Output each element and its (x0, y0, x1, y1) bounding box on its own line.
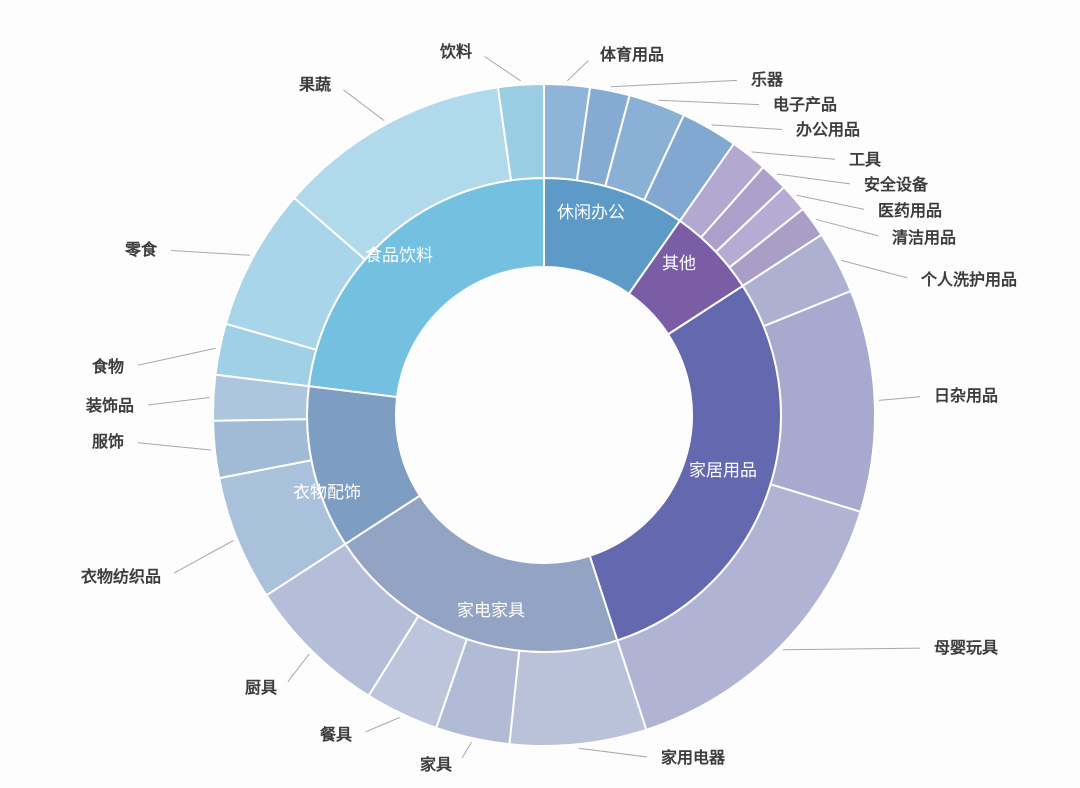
ring-segments (212, 83, 876, 747)
item-label: 厨具 (245, 679, 277, 697)
category-label: 家电家具 (457, 601, 525, 620)
item-label: 母婴玩具 (934, 639, 998, 657)
leader-line (484, 56, 521, 82)
leader-line (567, 60, 589, 82)
item-label: 餐具 (319, 725, 352, 744)
item-label: 饮料 (439, 42, 472, 61)
leader-line (170, 250, 250, 256)
leader-line (796, 194, 865, 210)
leader-line (840, 259, 908, 279)
leader-line (343, 89, 385, 121)
item-label: 乐器 (751, 71, 784, 89)
item-label: 办公用品 (796, 120, 860, 139)
leader-line (287, 653, 310, 683)
leader-line (751, 151, 836, 160)
leader-line (711, 124, 783, 130)
item-label: 食物 (91, 357, 124, 376)
leader-line (776, 173, 851, 185)
item-label: 安全设备 (864, 175, 929, 194)
item-label: 个人洗护用品 (920, 270, 1017, 289)
item-label: 家具 (420, 755, 452, 774)
item-label: 日杂用品 (934, 386, 998, 405)
outer-segment (762, 290, 876, 513)
leader-line (365, 716, 400, 733)
item-label: 果蔬 (298, 75, 331, 94)
leader-line (461, 741, 472, 759)
item-label: 服饰 (92, 432, 124, 451)
item-label: 工具 (849, 151, 881, 169)
item-label: 医药用品 (878, 201, 942, 220)
leader-lines (137, 56, 921, 759)
category-label: 休闲办公 (557, 203, 625, 222)
item-label: 家用电器 (661, 748, 726, 767)
item-label: 零食 (124, 240, 158, 259)
item-label: 电子产品 (773, 95, 837, 114)
leader-line (658, 99, 760, 106)
leader-line (147, 397, 210, 406)
category-label: 其他 (662, 254, 696, 273)
item-label: 清洁用品 (892, 228, 956, 247)
leader-line (173, 540, 234, 574)
leader-line (782, 647, 921, 651)
category-label: 家居用品 (689, 461, 757, 480)
leader-line (878, 396, 921, 401)
category-label: 衣物配饰 (293, 483, 361, 502)
leader-line (137, 442, 211, 451)
leader-line (578, 747, 648, 758)
leader-line (610, 79, 738, 88)
outer-segment (496, 83, 545, 182)
item-label: 衣物纺织品 (81, 567, 161, 586)
leader-line (815, 218, 879, 237)
category-label: 食品饮料 (365, 246, 433, 265)
item-label: 体育用品 (600, 45, 664, 64)
leader-line (137, 347, 216, 366)
item-label: 装饰品 (85, 396, 134, 415)
